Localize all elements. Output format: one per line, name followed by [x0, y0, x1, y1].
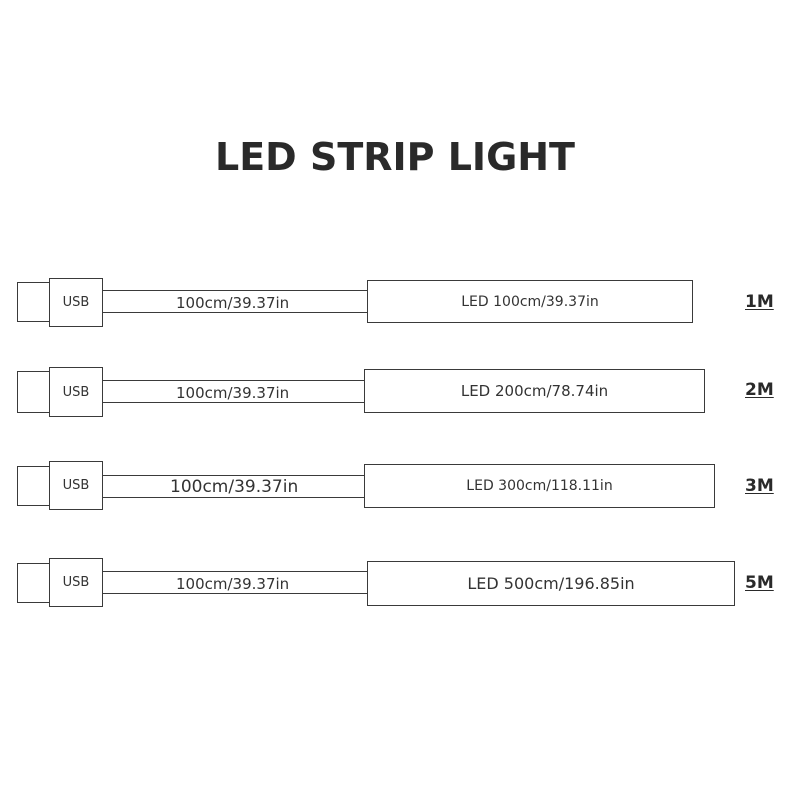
cable-length-label: 100cm/39.37in — [176, 575, 290, 593]
usb-plug-tip — [17, 371, 51, 413]
usb-connector: USB — [49, 461, 103, 510]
strip-size-label: 1M — [745, 292, 774, 312]
led-strip: LED 300cm/118.11in — [364, 464, 715, 508]
strip-size-label: 3M — [745, 476, 774, 496]
usb-cable — [102, 571, 369, 594]
usb-connector: USB — [49, 367, 103, 417]
usb-connector: USB — [49, 278, 103, 327]
led-strip: LED 200cm/78.74in — [364, 369, 705, 413]
usb-plug-tip — [17, 466, 51, 506]
cable-length-label: 100cm/39.37in — [176, 384, 290, 402]
cable-length-label: 100cm/39.37in — [176, 294, 290, 312]
page-title: LED STRIP LIGHT — [215, 135, 575, 179]
usb-plug-tip — [17, 282, 51, 322]
led-strip: LED 100cm/39.37in — [367, 280, 693, 323]
usb-cable — [102, 380, 366, 403]
strip-size-label: 2M — [745, 380, 774, 400]
usb-connector: USB — [49, 558, 103, 607]
cable-length-label: 100cm/39.37in — [170, 477, 299, 497]
led-strip: LED 500cm/196.85in — [367, 561, 735, 606]
strip-size-label: 5M — [745, 573, 774, 593]
usb-plug-tip — [17, 563, 51, 603]
usb-cable — [102, 475, 366, 498]
usb-cable — [102, 290, 369, 313]
